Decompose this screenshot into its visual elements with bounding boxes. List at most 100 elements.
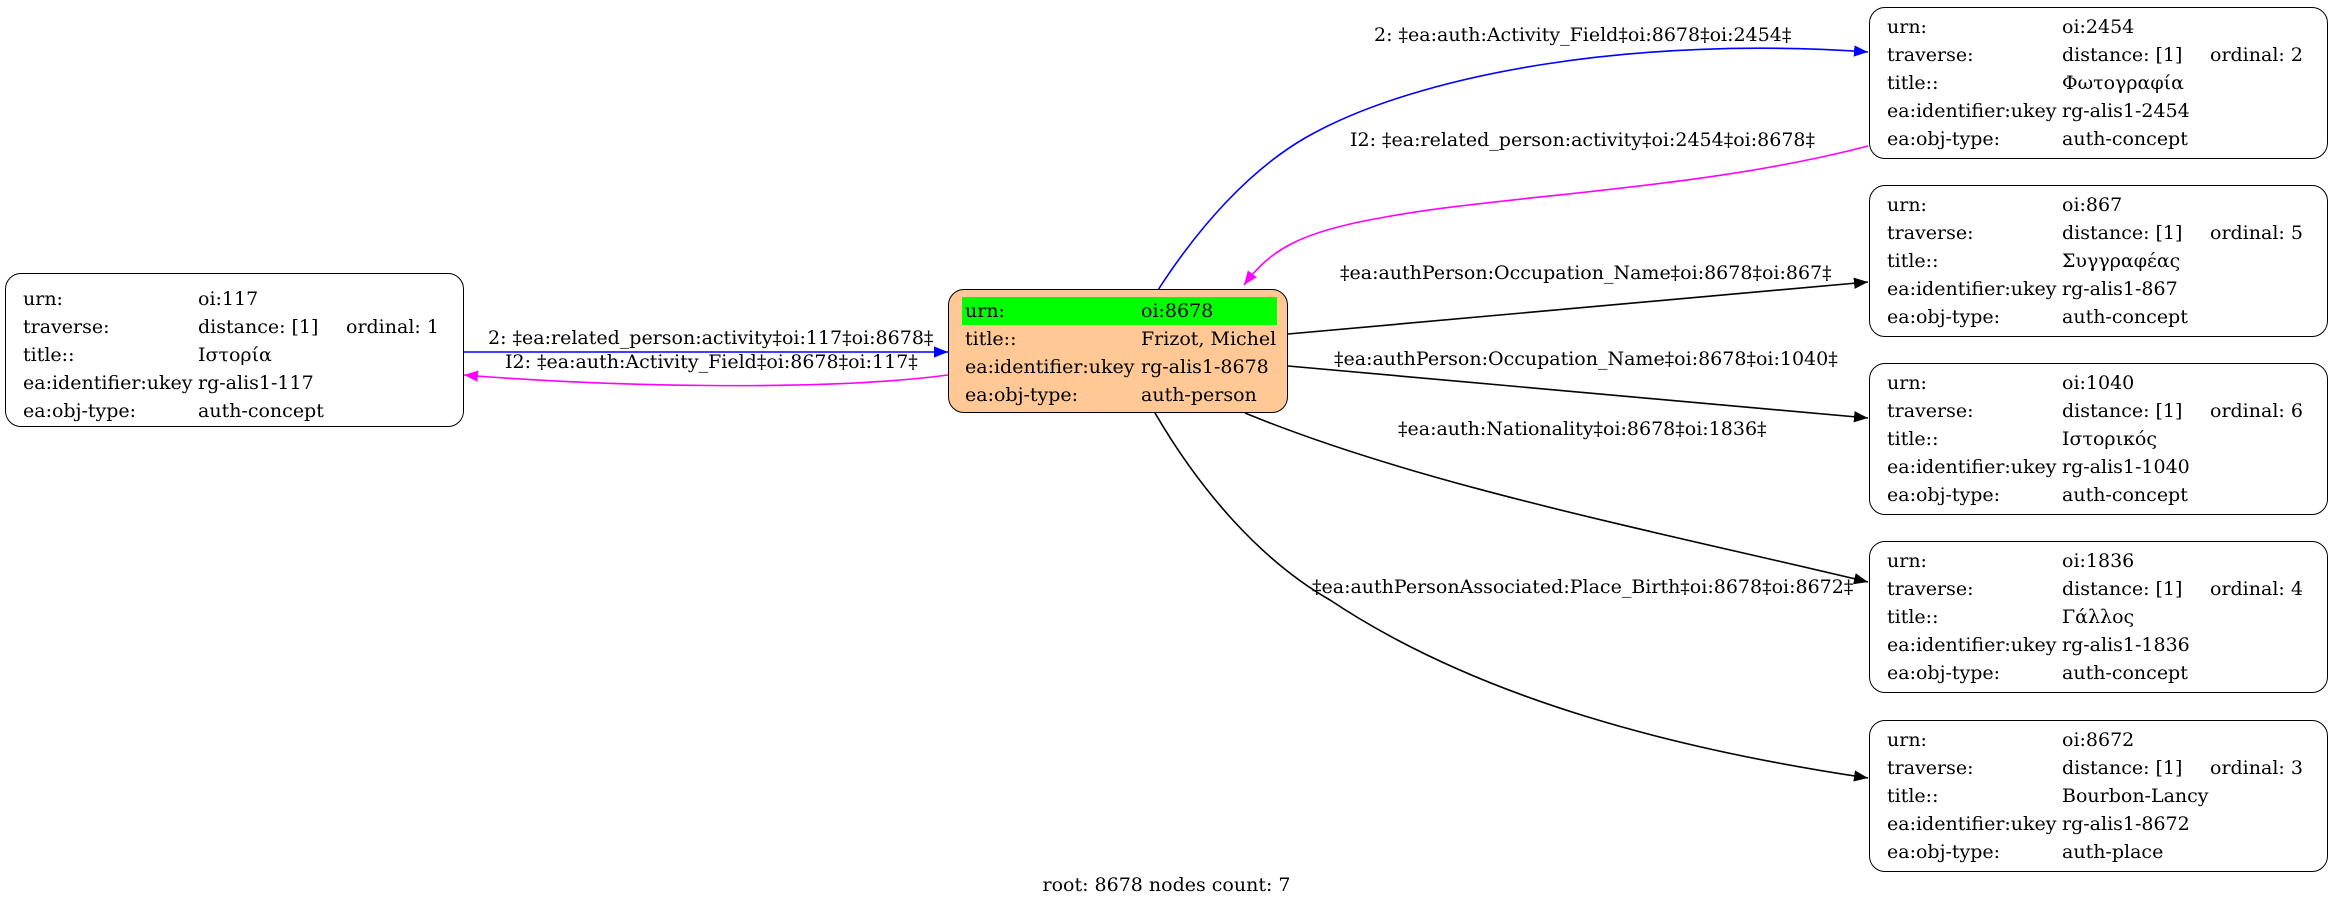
obj-type-value: auth-concept [2062, 484, 2188, 506]
urn-key: urn: [1887, 372, 1927, 394]
node-oi-117[interactable]: urn:oi:117 traverse: distance: [1] ordinal… [5, 273, 464, 427]
traverse-row: traverse:distance: [1]ordinal: 2 [1884, 41, 2303, 69]
title-row: title::Ιστορικός [1884, 425, 2303, 453]
ukey-key: ea:identifier:ukey [1887, 456, 2057, 478]
ukey-value: rg-alis1-1836 [2062, 634, 2190, 656]
title-value: Ιστορικός [2062, 428, 2157, 450]
traverse-ordinal: ordinal: 2 [2210, 44, 2303, 66]
node-oi-8672[interactable]: urn:oi:8672 traverse: distance: [1] ordina… [1869, 720, 2328, 872]
ukey-value: rg-alis1-8672 [2062, 813, 2190, 835]
edge-8678-to-1040 [1287, 365, 1869, 423]
obj-type-key: ea:obj-type: [1887, 306, 2001, 328]
node-oi-8678-root[interactable]: urn:oi:8678 title::Frizot, Michel ea:ide… [948, 289, 1288, 413]
obj-type-value: auth-concept [2062, 128, 2188, 150]
title-value: Γάλλος [2062, 606, 2135, 628]
traverse-key: traverse: [1887, 578, 1974, 600]
obj-type-row: ea:obj-type: auth-concept [1884, 481, 2303, 509]
obj-type-row: ea:obj-type: auth-concept [1884, 659, 2303, 687]
ukey-key: ea:identifier:ukey [23, 372, 193, 394]
edge-2454-to-8678 [1243, 145, 1869, 286]
obj-type-row: ea:obj-type:auth-person [962, 381, 1277, 409]
urn-value: oi:117 [198, 288, 259, 310]
traverse-ordinal: ordinal: 6 [2210, 400, 2303, 422]
title-row: title::Frizot, Michel [962, 325, 1277, 353]
traverse-ordinal: ordinal: 5 [2210, 222, 2303, 244]
traverse-key: traverse: [1887, 757, 1974, 779]
traverse-ordinal: ordinal: 1 [346, 316, 439, 338]
traverse-distance: distance: [1] [2062, 400, 2183, 422]
title-value: Συγγραφέας [2062, 250, 2181, 272]
obj-type-key: ea:obj-type: [1887, 484, 2001, 506]
node-oi-2454[interactable]: urn: oi:2454 traverse:distance: [1]ordina… [1869, 7, 2328, 159]
title-key: title:: [1887, 785, 1939, 807]
traverse-row: traverse:distance: [1]ordinal: 6 [1884, 397, 2303, 425]
title-row: title::Γάλλος [1884, 603, 2303, 631]
edge-8678-to-8672 [1154, 412, 1869, 782]
title-key: title:: [23, 344, 75, 366]
traverse-distance: distance: [1] [2062, 222, 2183, 244]
ukey-row: ea:identifier:ukey rg-alis1-8678 [962, 353, 1277, 381]
urn-row: urn: oi:1040 [1884, 369, 2303, 397]
traverse-key: traverse: [1887, 222, 1974, 244]
urn-row: urn:oi:1836 [1884, 547, 2303, 575]
urn-value: oi:2454 [2062, 16, 2135, 38]
ukey-value: rg-alis1-2454 [2062, 100, 2190, 122]
urn-value: oi:1040 [2062, 372, 2135, 394]
title-value: Frizot, Michel [1141, 328, 1277, 350]
ukey-key: ea:identifier:ukey [965, 356, 1135, 378]
obj-type-row: ea:obj-type:auth-concept [20, 397, 439, 425]
title-row: title::Συγγραφέας [1884, 247, 2303, 275]
title-row: title::Bourbon-Lancy [1884, 782, 2303, 810]
edge-label: I2: ‡ea:related_person:activity‡oi:2454‡… [1350, 129, 1815, 151]
edge-label: ‡ea:authPersonAssociated:Place_Birth‡oi:… [1312, 576, 1854, 598]
traverse-row: traverse: distance: [1] ordinal: 5 [1884, 219, 2303, 247]
edge-label: 2: ‡ea:auth:Activity_Field‡oi:8678‡oi:24… [1374, 24, 1792, 46]
title-key: title:: [1887, 250, 1939, 272]
ukey-value: rg-alis1-1040 [2062, 456, 2190, 478]
edge-label: ‡ea:authPerson:Occupation_Name‡oi:8678‡o… [1334, 348, 1838, 370]
title-key: title:: [1887, 428, 1939, 450]
traverse-distance: distance: [1] [2062, 757, 2183, 779]
obj-type-value: auth-concept [2062, 662, 2188, 684]
title-row: title::Ιστορία [20, 341, 439, 369]
obj-type-row: ea:obj-type: auth-place [1884, 838, 2303, 866]
traverse-row: traverse: distance: [1] ordinal: 3 [1884, 754, 2303, 782]
title-row: title::Φωτογραφία [1884, 69, 2303, 97]
ukey-key: ea:identifier:ukey [1887, 278, 2057, 300]
urn-row: urn:oi:8672 [1884, 726, 2303, 754]
obj-type-key: ea:obj-type: [1887, 662, 2001, 684]
edge-label: ‡ea:auth:Nationality‡oi:8678‡oi:1836‡ [1398, 418, 1767, 440]
urn-value: oi:867 [2062, 194, 2123, 216]
obj-type-row: ea:obj-type:auth-concept [1884, 303, 2303, 331]
title-value: Φωτογραφία [2062, 72, 2184, 94]
traverse-distance: distance: [1] [2062, 578, 2183, 600]
urn-key: urn: [1887, 194, 1927, 216]
title-key: title:: [1887, 72, 1939, 94]
obj-type-key: ea:obj-type: [965, 384, 1079, 406]
edge-117-to-8678 [463, 370, 949, 387]
obj-type-value: auth-concept [198, 400, 324, 422]
traverse-distance: distance: [1] [198, 316, 319, 338]
traverse-key: traverse: [23, 316, 110, 338]
urn-row: urn:oi:117 [20, 285, 439, 313]
node-oi-1836[interactable]: urn:oi:1836 traverse:distance: [1]ordina… [1869, 541, 2328, 693]
traverse-ordinal: ordinal: 3 [2210, 757, 2303, 779]
traverse-key: traverse: [1887, 44, 1974, 66]
node-oi-1040[interactable]: urn:oi:1040 traverse:distance: [1]ordina… [1869, 363, 2328, 515]
obj-type-key: ea:obj-type: [1887, 841, 2001, 863]
urn-row: urn: oi:2454 [1884, 13, 2303, 41]
ukey-key: ea:identifier:ukey [1887, 813, 2057, 835]
edge-8678-to-1836 [1244, 412, 1869, 585]
node-oi-867[interactable]: urn: oi:867 traverse: distance: [1] ordinal… [1869, 185, 2328, 337]
urn-key: urn: [1887, 16, 1927, 38]
urn-key: urn: [962, 297, 1138, 325]
obj-type-value: auth-place [2062, 841, 2164, 863]
obj-type-key: ea:obj-type: [1887, 128, 2001, 150]
obj-type-row: ea:obj-type: auth-concept [1884, 125, 2303, 153]
ukey-value: rg-alis1-8678 [1141, 356, 1269, 378]
